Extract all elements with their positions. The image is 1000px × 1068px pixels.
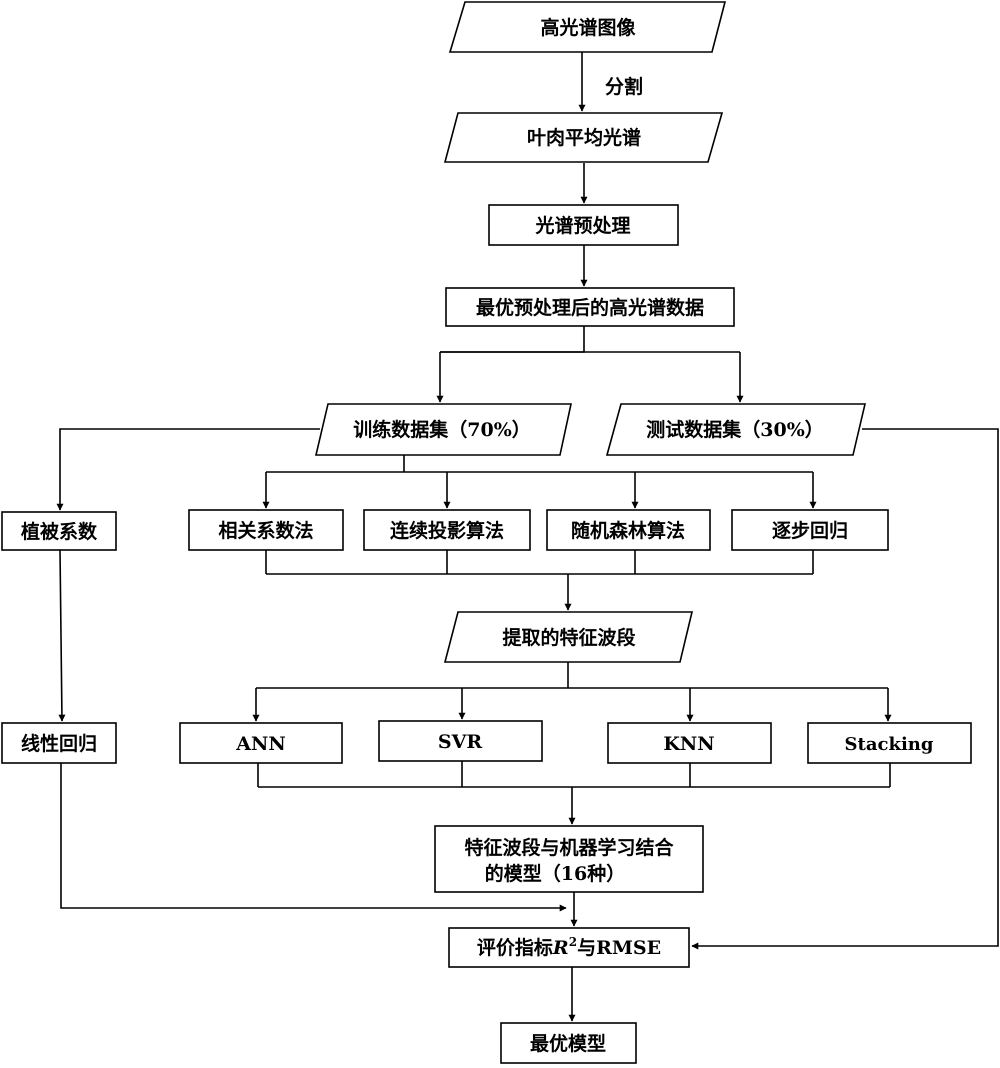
node-spa-method: 连续投影算法 <box>363 509 531 551</box>
connectors <box>56 52 999 1022</box>
node-feature-bands-label: 提取的特征波段 <box>502 626 636 649</box>
node-stepwise-label: 逐步回归 <box>772 519 848 542</box>
eval-sup: 2 <box>569 935 577 949</box>
eval-prefix: 评价指标 <box>477 937 553 959</box>
node-preprocess-label: 光谱预处理 <box>534 214 630 237</box>
node-best-preprocessed: 最优预处理后的高光谱数据 <box>445 287 735 327</box>
node-spa-method-label: 连续投影算法 <box>390 519 504 542</box>
node-linear-regression: 线性回归 <box>1 722 117 764</box>
split-line <box>440 326 585 353</box>
node-corr-method-label: 相关系数法 <box>218 519 313 542</box>
node-evaluation: 评价指标R2与RMSE <box>448 927 690 968</box>
node-combined-models: 特征波段与机器学习结合 的模型（16种） <box>434 825 704 893</box>
node-train-set: 训练数据集（70%） <box>314 403 572 456</box>
arrow-vegetation-to-linear <box>58 549 66 722</box>
arrow-test-to-eval <box>691 428 999 950</box>
node-vegetation-index-label: 植被系数 <box>21 520 98 543</box>
node-best-model-label: 最优模型 <box>530 1032 606 1055</box>
node-evaluation-label: 评价指标R2与RMSE <box>477 935 661 959</box>
node-rf-method: 随机森林算法 <box>546 509 711 551</box>
node-combined-models-line1: 特征波段与机器学习结合 <box>464 836 674 859</box>
node-vegetation-index: 植被系数 <box>1 511 117 551</box>
node-hsi-image: 高光谱图像 <box>448 1 727 53</box>
node-stepwise: 逐步回归 <box>731 509 889 551</box>
node-train-set-label: 训练数据集（70%） <box>353 418 531 441</box>
node-preprocess: 光谱预处理 <box>488 204 679 246</box>
node-stacking: Stacking <box>807 722 972 764</box>
node-stacking-label: Stacking <box>845 734 934 755</box>
arrow-linear-to-eval <box>60 763 567 912</box>
node-feature-bands: 提取的特征波段 <box>443 611 694 663</box>
node-hsi-image-label: 高光谱图像 <box>540 16 636 39</box>
node-best-model: 最优模型 <box>500 1022 637 1064</box>
segment-label: 分割 <box>605 75 643 98</box>
node-corr-method: 相关系数法 <box>188 509 344 551</box>
node-ann: ANN <box>179 722 343 764</box>
node-rf-method-label: 随机森林算法 <box>571 519 685 542</box>
node-best-preprocessed-label: 最优预处理后的高光谱数据 <box>476 296 704 319</box>
node-combined-models-line2: 的模型（16种） <box>485 862 625 885</box>
eval-r: R <box>552 937 569 959</box>
node-knn: KNN <box>607 722 772 764</box>
node-mesophyll-spectrum-label: 叶肉平均光谱 <box>527 126 641 149</box>
node-svr: SVR <box>378 720 543 762</box>
node-linear-regression-label: 线性回归 <box>21 732 97 755</box>
arrow-train-to-vegetation <box>56 428 320 511</box>
node-test-set-label: 测试数据集（30%） <box>646 418 824 441</box>
node-svr-label: SVR <box>438 731 482 753</box>
node-ann-label: ANN <box>235 733 285 755</box>
node-knn-label: KNN <box>663 733 714 755</box>
node-mesophyll-spectrum: 叶肉平均光谱 <box>443 112 724 163</box>
node-test-set: 测试数据集（30%） <box>605 403 867 456</box>
eval-suffix: 与RMSE <box>577 937 661 959</box>
